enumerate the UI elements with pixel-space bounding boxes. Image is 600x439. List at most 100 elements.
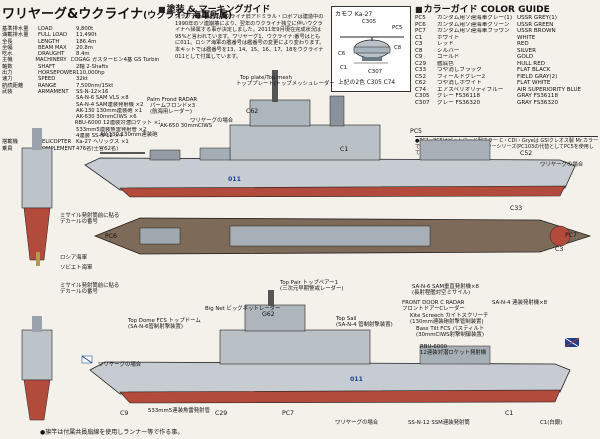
label-kite-screech: Kite Screech カイトスクリーチ xyxy=(410,313,489,319)
spec-label-en: SPEED xyxy=(38,76,56,83)
code-c3-deck: C3 xyxy=(555,246,564,253)
color-guide-heading: カラーガイド COLOR GUIDE xyxy=(415,2,598,15)
spec-label-jp: 武装 xyxy=(2,88,13,95)
color-en: AIR SUPERIORITY BLUE xyxy=(517,86,582,93)
color-guide-row: C305 グレー FS36118 GRAY FS36118 xyxy=(415,93,598,100)
color-code: C1 xyxy=(415,34,423,41)
color-guide-row: C74 エアスペリオリティブルー AIR SUPERIORITY BLUE xyxy=(415,87,598,94)
color-en: FLAT WHITE xyxy=(517,80,551,86)
color-jp: つや消しブラック xyxy=(437,67,482,73)
spec-value: AK-630 30mmCIWS ×6 xyxy=(76,114,137,121)
spec-label-en: SHAFT xyxy=(38,63,56,70)
label-decal-2: デカールの番号 xyxy=(60,219,98,225)
spec-label-jp: 吃水 xyxy=(2,51,13,58)
color-code: C305 xyxy=(415,93,430,99)
spec-value: Ka-27 ヘリックス ×1 xyxy=(76,139,129,146)
spec-label-en: HELICOPTER xyxy=(38,139,72,146)
code-pc7-lower: PC7 xyxy=(282,410,294,417)
label-ak650: AK-650 30mmCIWS xyxy=(160,123,213,129)
spec-row: AK-630 30mmCIWS ×6 xyxy=(2,114,160,120)
spec-row: SA-N-6 SAM VLS ×8 xyxy=(2,95,160,101)
spec-row: 533mm5連装魚雷発射管 ×2 xyxy=(2,127,160,133)
label-top-pair: Top Pair トップペアー1 xyxy=(280,280,338,286)
label-palm-frond-sub: (航海用レーダー) xyxy=(150,109,192,115)
color-en: WHITE xyxy=(517,34,536,41)
color-jp: グレー FS36118 xyxy=(437,93,481,99)
label-palm-frond: Palm Frond RADAR xyxy=(147,97,198,103)
label-sa-n6-sub: (長射程艦対空ミサイル) xyxy=(412,290,471,296)
label-varyag-case-2: ワリヤーグの場合 xyxy=(540,162,584,168)
footer-note: ●旗竿は付属共員扇線を使用しランナー等で作る事。 xyxy=(40,429,184,436)
spec-label-jp: 軸数 xyxy=(2,63,13,70)
color-en: USSR BROWN xyxy=(517,28,556,34)
color-en: FLAT BLACK xyxy=(517,67,551,73)
spec-label-jp: 乗員 xyxy=(2,145,13,152)
label-soviet-navy: ソビエト海軍 xyxy=(60,265,93,271)
lower-side-view xyxy=(89,290,571,404)
color-code: PC6 xyxy=(415,21,426,28)
heli-code-c1: C1 xyxy=(340,65,348,71)
spec-label-jp: 出力 xyxy=(2,70,13,77)
color-code: C74 xyxy=(415,86,427,93)
spec-label-en: ARMAMENT xyxy=(38,88,69,95)
heli-code-c6: C6 xyxy=(338,51,346,57)
label-torpedo: 533mm5連装魚雷発射管 xyxy=(148,408,210,414)
label-decal-4: デカールの番号 xyxy=(60,289,98,295)
color-code: C8 xyxy=(415,47,423,54)
stern-front-view xyxy=(21,316,53,421)
color-jp: ガンダム用ソ連海軍ブラウン xyxy=(437,28,510,34)
label-top-sail: Top Sail xyxy=(336,316,357,322)
spec-value: 7,500nm/15kt xyxy=(76,82,114,89)
label-big-net: Big Net ビッグネットレーダー xyxy=(205,306,281,312)
deck-top-view xyxy=(93,217,592,255)
color-en: GRAY FS36118 xyxy=(517,93,559,99)
spec-value: 32kt xyxy=(76,76,88,83)
heli-code-c305: C305 xyxy=(362,19,377,25)
label-russia-navy: ロシア海軍 xyxy=(60,255,87,261)
color-jp: シルバー xyxy=(437,47,460,54)
spec-label-en: DRAUGHT xyxy=(38,51,65,58)
label-top-sail-sub: (SA-N-4 管制射撃装置) xyxy=(336,322,393,328)
label-c1-white: C1(白銀) xyxy=(540,420,563,426)
color-code: C9 xyxy=(415,54,423,60)
label-ak130: AK-130 130mm連装砲 xyxy=(100,132,158,138)
color-jp: ゴールド xyxy=(437,54,460,60)
helicopter-title: カモフ Ka-27 xyxy=(335,11,373,18)
hull-number-upper: 011 xyxy=(228,176,241,183)
code-c29: C29 xyxy=(215,410,228,417)
page-title: ワリヤーグ&ウクライナ(ウクライナ海軍所属) xyxy=(2,3,232,22)
color-jp: 艦底色 xyxy=(437,60,454,67)
label-sa-n4: SA-N-4 連装発射機×8 xyxy=(492,300,548,306)
title-main: ワリヤーグ&ウクライナ xyxy=(2,7,144,22)
label-top-dome: Top Dome FCS トップドーム xyxy=(128,318,201,324)
spec-value: SA-N-4 SAM連装発射機 ×2 xyxy=(76,101,144,108)
spec-value: SA-N-6 SAM VLS ×8 xyxy=(76,95,129,102)
code-c1-upper: C1 xyxy=(340,146,349,153)
spec-label-jp: 全長 xyxy=(2,38,13,45)
spec-value: 11,490t xyxy=(76,32,97,39)
spec-label-jp: 航続距離 xyxy=(2,82,24,89)
color-jp: レッド xyxy=(437,41,454,47)
color-jp: エアスペリオリティブルー xyxy=(437,86,504,93)
spec-value: 533mm5連装魚雷発射管 ×2 xyxy=(76,126,147,133)
label-decal-1: ミサイル発射筒前に貼る xyxy=(60,213,120,219)
color-en: RED xyxy=(517,41,529,47)
color-jp: つや消しホワイト xyxy=(437,80,482,86)
spec-label-en: MACHINERY xyxy=(35,57,67,64)
spec-label-en: BEAM MAX xyxy=(38,44,67,51)
spec-value: 8.4m xyxy=(76,51,90,58)
flag-icons xyxy=(81,337,580,364)
label-bass-tilt-sub: (30mmCIWS射撃制御装置) xyxy=(416,332,485,338)
